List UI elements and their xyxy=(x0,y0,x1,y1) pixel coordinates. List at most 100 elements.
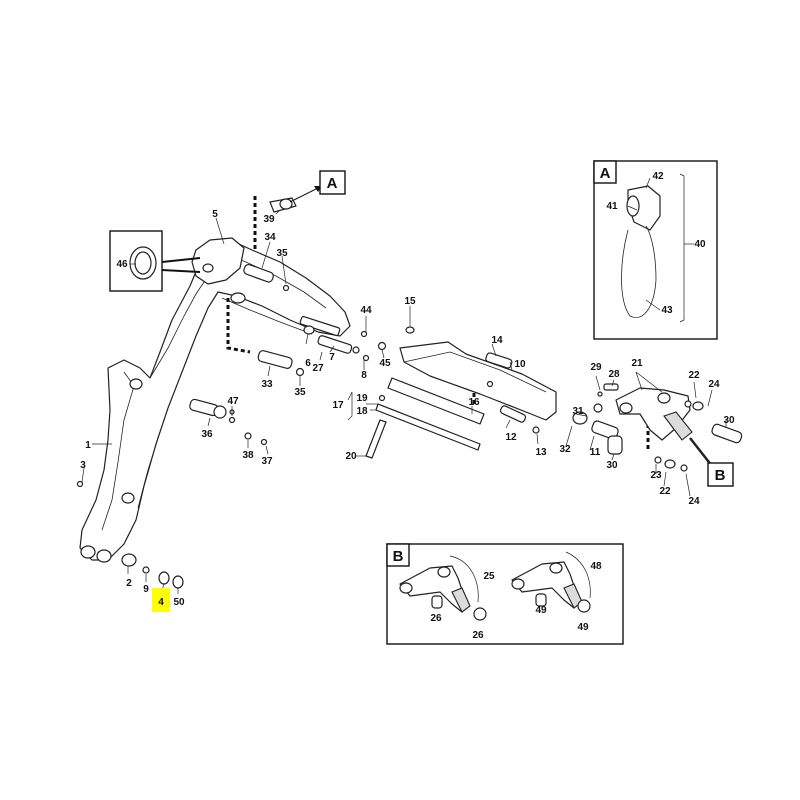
part-26-pin-left xyxy=(431,595,443,609)
boom-head xyxy=(191,237,245,285)
part-4-highlight xyxy=(152,588,170,612)
part-34-pin xyxy=(243,263,274,283)
part-15 xyxy=(405,326,415,334)
detail-a-panel xyxy=(593,160,718,340)
label-31: 31 xyxy=(572,406,584,417)
label-35-lower: 35 xyxy=(294,387,306,398)
boom-pin-bore xyxy=(230,292,246,304)
label-10: 10 xyxy=(514,359,526,370)
label-15: 15 xyxy=(404,296,416,307)
part-49-bush xyxy=(577,599,591,613)
label-38: 38 xyxy=(242,450,254,461)
label-8: 8 xyxy=(361,370,367,381)
label-22-lower: 22 xyxy=(659,486,671,497)
part-36-bushing xyxy=(213,405,227,419)
label-2: 2 xyxy=(126,578,132,589)
part-30-bush xyxy=(607,435,623,455)
arm-bracket xyxy=(299,315,341,337)
detail-a-letter: A xyxy=(600,165,611,182)
part-20 xyxy=(365,419,387,459)
label-13: 13 xyxy=(535,447,547,458)
label-26-left: 26 xyxy=(430,613,442,624)
label-22-upper: 22 xyxy=(688,370,700,381)
part-18-rod xyxy=(375,403,481,451)
part-30-pin-right xyxy=(711,423,743,444)
label-18: 18 xyxy=(356,406,368,417)
part-13 xyxy=(532,426,540,434)
assembly-dashes xyxy=(226,196,650,450)
part-50-ring xyxy=(172,575,184,589)
detail-b-letter: B xyxy=(393,548,404,565)
label-42: 42 xyxy=(652,171,664,182)
boom-mid-bore xyxy=(129,378,143,390)
part-4-shim xyxy=(158,571,170,585)
label-12: 12 xyxy=(505,432,517,443)
part-33-pin xyxy=(257,350,293,369)
label-43: 43 xyxy=(661,305,673,316)
label-28: 28 xyxy=(608,369,620,380)
part-41-ring xyxy=(626,195,640,217)
label-26-right: 26 xyxy=(472,630,484,641)
label-24-upper: 24 xyxy=(708,379,720,390)
part-16-bar xyxy=(387,377,485,425)
label-25: 25 xyxy=(483,571,495,582)
part-2-bushing xyxy=(121,553,137,567)
detail-b-panel xyxy=(386,543,624,645)
label-34: 34 xyxy=(264,232,276,243)
label-48: 48 xyxy=(590,561,602,572)
label-9: 9 xyxy=(143,584,149,595)
label-19: 19 xyxy=(356,393,368,404)
label-20: 20 xyxy=(345,451,357,462)
label-17: 17 xyxy=(332,400,344,411)
part-labels: 1 2 3 4 5 6 7 8 9 10 11 12 13 14 15 16 1… xyxy=(80,171,735,641)
part-7-pin xyxy=(317,335,353,354)
label-50: 50 xyxy=(173,597,185,608)
label-36: 36 xyxy=(201,429,213,440)
part-10-bracket xyxy=(399,341,557,421)
callout-b-letter: B xyxy=(715,467,726,484)
linkage-21 xyxy=(572,383,743,472)
label-49-left: 49 xyxy=(535,605,547,616)
label-21: 21 xyxy=(631,358,643,369)
part-9-washer xyxy=(142,566,150,574)
label-16: 16 xyxy=(468,397,480,408)
part-35-washer xyxy=(282,284,290,292)
label-6: 6 xyxy=(305,358,311,369)
part-32-washer xyxy=(572,411,588,425)
part-12-pin xyxy=(499,405,527,423)
label-46: 46 xyxy=(116,259,128,270)
label-24-lower: 24 xyxy=(688,496,700,507)
label-14: 14 xyxy=(491,335,503,346)
leader-lines xyxy=(81,177,727,594)
pins-and-bushings xyxy=(76,197,387,589)
label-4: 4 xyxy=(158,597,164,608)
callout-a-frame xyxy=(319,170,346,195)
callout-b-frame xyxy=(707,462,734,487)
label-3: 3 xyxy=(80,460,86,471)
detail-46-box xyxy=(109,230,201,292)
label-30-lower: 30 xyxy=(606,460,618,471)
boom-foot-right xyxy=(96,549,112,563)
label-1: 1 xyxy=(85,440,91,451)
boom-foot-left xyxy=(80,545,96,559)
label-27: 27 xyxy=(312,363,324,374)
label-45: 45 xyxy=(379,358,391,369)
label-40: 40 xyxy=(694,239,706,250)
cylinder-group xyxy=(365,326,557,459)
part-49-pin-left xyxy=(535,593,547,607)
callout-box-a: A xyxy=(319,170,346,195)
label-30-right: 30 xyxy=(723,415,735,426)
callout-a-letter: A xyxy=(327,175,338,192)
boom-lug-hole xyxy=(202,263,214,273)
label-33: 33 xyxy=(261,379,273,390)
label-11: 11 xyxy=(590,447,601,458)
label-44: 44 xyxy=(360,305,372,316)
part-6 xyxy=(303,325,315,335)
label-49-right: 49 xyxy=(577,622,589,633)
label-37: 37 xyxy=(261,456,273,467)
label-47: 47 xyxy=(227,396,239,407)
label-29: 29 xyxy=(590,362,602,373)
label-35-upper: 35 xyxy=(276,248,288,259)
callout-box-b: B xyxy=(707,462,734,487)
